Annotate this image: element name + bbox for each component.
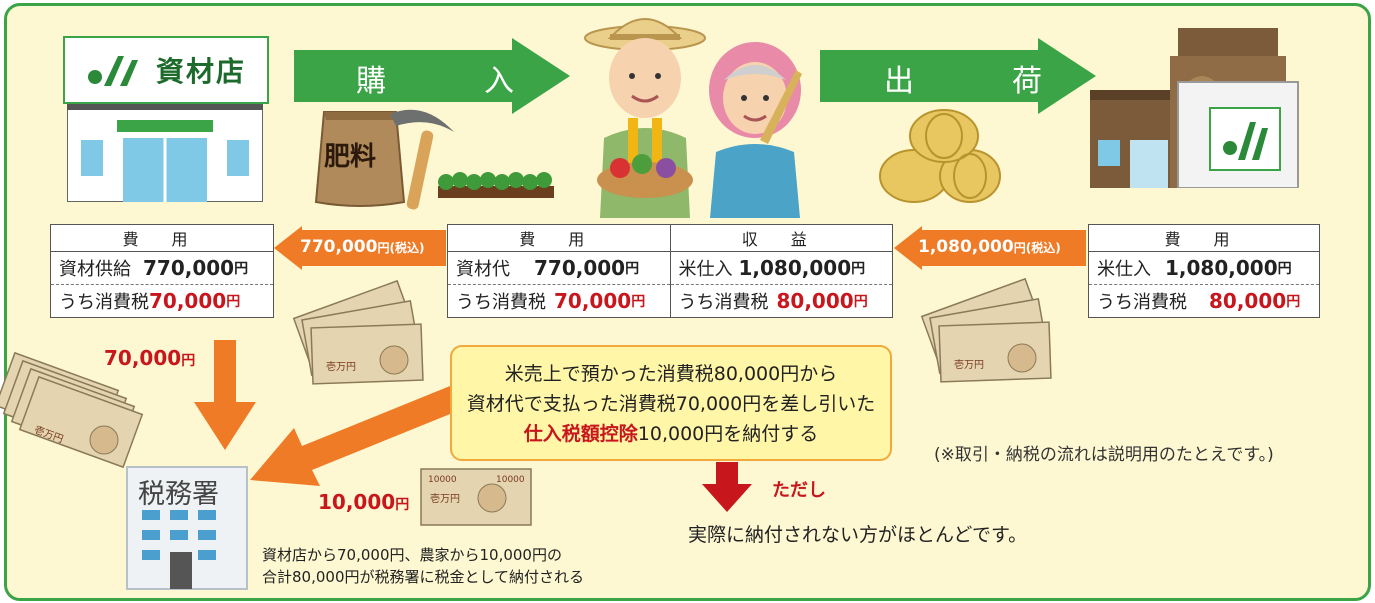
banknote-middle-label: 壱万円	[326, 360, 356, 373]
sickle-icon	[390, 109, 454, 210]
farmer-income-tax-yen: 円	[853, 294, 868, 310]
farmer-income-header: 収 益	[670, 225, 892, 252]
tax-arrow-store	[194, 340, 256, 450]
store-supply-yen: 円	[234, 261, 249, 277]
farmer-woman-icon	[709, 42, 802, 218]
farmer-cost-tax-yen: 円	[631, 294, 646, 310]
however-label: ただし	[772, 480, 826, 501]
however-note: 実際に納付されない方がほとんどです。	[688, 524, 1028, 546]
banknote-stack-middle: 壱万円	[292, 279, 424, 385]
tax-arrow-farmer	[250, 386, 460, 486]
farmer-cost-tax-row: うち消費税 70,000 円	[448, 285, 670, 317]
farmer-cost-tax-value: 70,000	[554, 289, 632, 313]
store-tax-value: 70,000	[149, 289, 227, 313]
farmer-cost-yen: 円	[625, 261, 640, 277]
store-tax-paid-yen: 円	[181, 353, 196, 369]
store-building-icon	[67, 104, 263, 202]
ship-arrow	[820, 38, 1096, 114]
tax-summary: 資材店から70,000円、農家から10,000円の 合計80,000円が税務署に…	[262, 544, 584, 588]
payment-arrow-store	[274, 226, 446, 270]
farmer-cost-header: 費 用	[448, 225, 670, 252]
ja-cost-table: 費 用 米仕入 1,080,000 円 うち消費税 80,000 円	[1088, 224, 1320, 318]
ship-label: 出 荷	[884, 64, 1076, 99]
ja-tax-yen: 円	[1286, 294, 1301, 310]
store-tax-paid-amount: 70,000	[104, 346, 182, 370]
callout-line3: 仕入税額控除10,000円を納付する	[452, 419, 890, 449]
store-tax-label: うち消費税	[59, 292, 149, 313]
deduction-callout: 米売上で預かった消費税80,000円から 資材代で支払った消費税70,000円を…	[450, 345, 892, 461]
banknote-single-denom-right: 10000	[496, 475, 525, 485]
footnote: (※取引・納税の流れは説明用のたとえです。)	[934, 445, 1274, 465]
tax-summary-line2: 合計80,000円が税務署に税金として納付される	[262, 568, 585, 586]
store-name: 資材店	[155, 55, 246, 88]
ja-logo-icon	[87, 56, 138, 86]
banknote-right-label: 壱万円	[954, 358, 984, 371]
however-arrow	[702, 462, 752, 512]
store-supply-row: 資材供給 770,000 円	[51, 252, 273, 285]
rice-bales-icon	[879, 109, 1001, 203]
purchase-label: 購 入	[356, 64, 548, 99]
callout-line3-rest: 10,000円を納付する	[637, 423, 819, 445]
purchase-arrow	[294, 38, 570, 114]
seedling-tray-icon	[438, 172, 554, 198]
tax-summary-line1: 資材店から70,000円、農家から10,000円の	[262, 546, 562, 564]
farmer-cost-label: 資材代	[456, 259, 510, 280]
store-cost-table: 費 用 資材供給 770,000 円 うち消費税 70,000 円	[50, 224, 274, 318]
farmer-income-tax-label: うち消費税	[678, 292, 769, 313]
farmer-income-value: 1,080,000	[738, 256, 852, 280]
farmer-man-icon	[584, 18, 706, 218]
payment-arrow-farmer	[894, 226, 1086, 270]
ja-purchase-value: 1,080,000	[1165, 256, 1278, 280]
farmer-cost-row: 資材代 770,000 円	[448, 252, 670, 285]
payment-farmer-yen: 円	[1013, 241, 1026, 255]
payment-farmer-note: (税込)	[1025, 241, 1061, 255]
tax-office-name: 税務署	[138, 479, 219, 510]
store-supply-label: 資材供給	[59, 259, 131, 280]
farmer-table: 費 用 資材代 770,000 円 うち消費税 70,000 円 収 益 米仕入…	[447, 224, 893, 318]
farmer-income-column: 収 益 米仕入 1,080,000 円 うち消費税 80,000 円	[670, 225, 893, 317]
farmer-cost-value: 770,000	[534, 256, 626, 280]
fertilizer-label: 肥料	[324, 142, 377, 172]
store-sign: 資材店	[63, 36, 269, 104]
farmer-income-tax-value: 80,000	[776, 289, 854, 313]
store-cost-header: 費 用	[51, 225, 273, 252]
ja-tax-label: うち消費税	[1097, 292, 1187, 313]
ja-purchase-yen: 円	[1277, 261, 1292, 277]
farmer-tax-paid: 10,000円	[318, 490, 409, 514]
callout-line2: 資材代で支払った消費税70,000円を差し引いた	[466, 393, 876, 415]
payment-farmer-amount: 1,080,000	[918, 237, 1014, 257]
payment-store-note: (税込)	[389, 241, 425, 255]
store-tax-paid: 70,000円	[104, 346, 195, 370]
ja-purchase-label: 米仕入	[1097, 259, 1151, 280]
tax-office-building-icon	[126, 466, 248, 590]
payment-farmer-label: 1,080,000円(税込)	[918, 237, 1061, 257]
ja-purchase-row: 米仕入 1,080,000 円	[1089, 252, 1319, 285]
store-tax-yen: 円	[226, 294, 241, 310]
callout-deduction-term: 仕入税額控除	[523, 423, 638, 445]
ja-tax-row: うち消費税 80,000 円	[1089, 285, 1319, 317]
payment-store-amount: 770,000	[300, 237, 378, 257]
ja-tax-value: 80,000	[1209, 289, 1287, 313]
farmer-income-yen: 円	[851, 261, 866, 277]
farmer-tax-paid-yen: 円	[395, 497, 410, 513]
banknote-single-denom-left: 10000	[428, 475, 457, 485]
store-tax-row: うち消費税 70,000 円	[51, 285, 273, 317]
store-supply-value: 770,000	[143, 256, 235, 280]
banknote-single: 10000 10000 壱万円	[420, 468, 532, 526]
payment-store-yen: 円	[377, 241, 390, 255]
farmer-cost-column: 費 用 資材代 770,000 円 うち消費税 70,000 円	[448, 225, 671, 317]
farmer-income-row: 米仕入 1,080,000 円	[670, 252, 892, 285]
banknote-stack-right: 壱万円	[920, 277, 1052, 383]
farmer-cost-tax-label: うち消費税	[456, 292, 546, 313]
fertilizer-bag-icon	[314, 111, 406, 207]
ja-cost-header: 費 用	[1089, 225, 1319, 252]
banknote-stack-left: 壱万円	[0, 351, 144, 469]
payment-store-label: 770,000円(税込)	[300, 237, 424, 257]
farmer-tax-paid-amount: 10,000	[318, 490, 396, 514]
farmer-income-label: 米仕入	[678, 259, 733, 280]
farmer-income-tax-row: うち消費税 80,000 円	[671, 285, 893, 317]
ja-warehouse-icon	[1090, 28, 1299, 188]
callout-line1: 米売上で預かった消費税80,000円から	[504, 363, 838, 385]
banknote-single-label: 壱万円	[430, 492, 460, 505]
